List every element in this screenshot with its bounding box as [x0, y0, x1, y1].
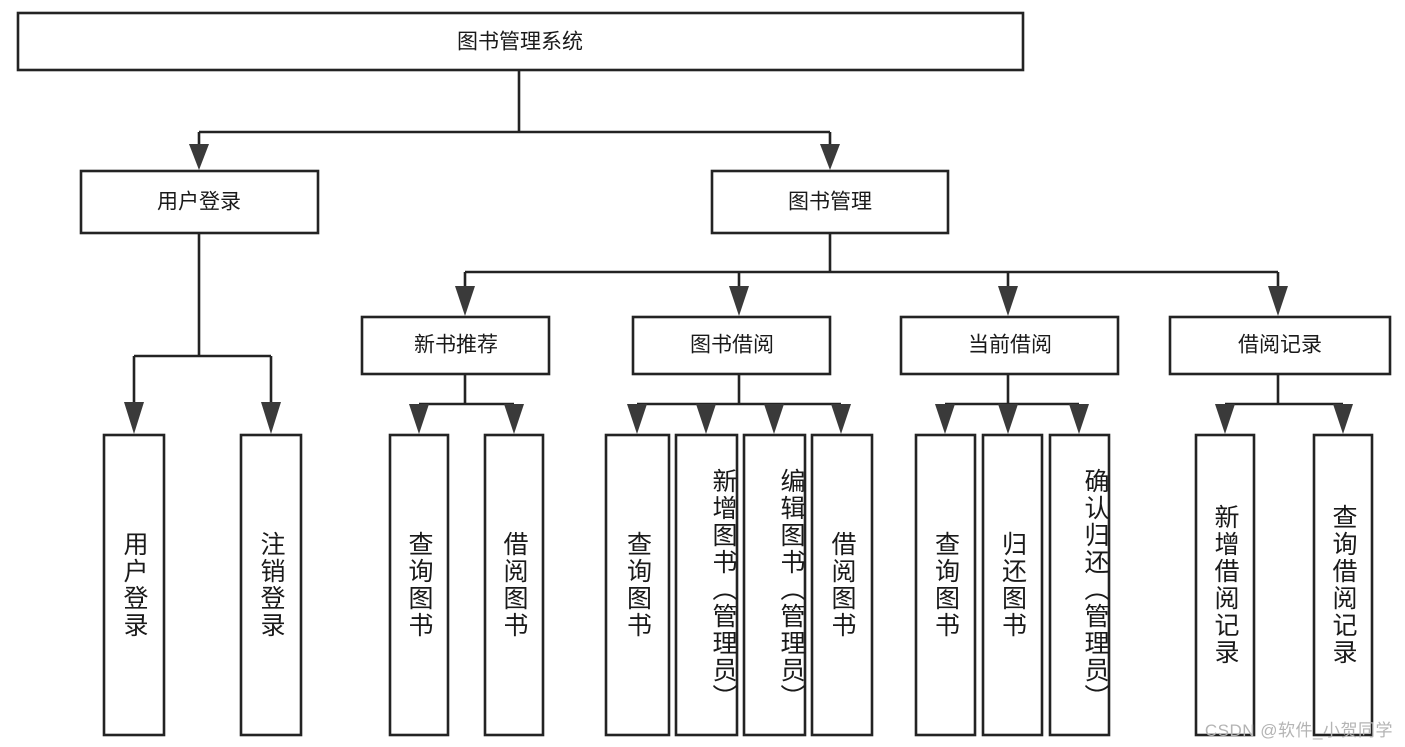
node-leaf-confirm-return-box[interactable]: [1048, 433, 1111, 737]
node-book-manage-box[interactable]: [710, 169, 950, 235]
node-new-book-rec-box[interactable]: [360, 315, 551, 376]
arrow-head-leaf-borrow-book-1: [504, 404, 524, 434]
node-book-borrow-box[interactable]: [631, 315, 832, 376]
node-new-book-rec-label: 新书推荐: [414, 334, 498, 357]
arrow-head-leaf-edit-book: [764, 404, 784, 434]
node-leaf-add-record-box[interactable]: [1194, 433, 1256, 737]
arrow-head-leaf-query-book-1: [409, 404, 429, 434]
node-user-login-box[interactable]: [79, 169, 320, 235]
node-leaf-edit-book-box[interactable]: [742, 433, 807, 737]
connector-group-current-borrow: [935, 375, 1089, 434]
arrow-head-leaf-borrow-book-2: [831, 404, 851, 434]
node-leaf-query-book-2-box[interactable]: [604, 433, 671, 737]
arrow-head-borrow-record: [1268, 286, 1288, 316]
node-book-manage[interactable]: 图书管理: [710, 169, 950, 235]
arrow-head-leaf-logout: [261, 402, 281, 434]
node-leaf-return-book-box[interactable]: [981, 433, 1044, 737]
arrow-head-book-manage: [820, 144, 840, 170]
connector-group-borrow-record: [1215, 375, 1353, 434]
connector-group-book-manage: [455, 233, 1288, 316]
node-borrow-record-box[interactable]: [1168, 315, 1392, 376]
node-current-borrow-box[interactable]: [899, 315, 1120, 376]
arrow-head-leaf-return-book: [998, 404, 1018, 434]
connector-group-root: [189, 70, 840, 170]
node-user-login[interactable]: 用户登录: [79, 169, 320, 235]
watermark-text: CSDN @软件_小贺同学: [1204, 721, 1393, 740]
node-leaf-borrow-book-1-box[interactable]: [483, 433, 545, 737]
node-leaf-add-book-box[interactable]: [674, 433, 739, 737]
node-leaf-borrow-book-2-box[interactable]: [810, 433, 874, 737]
connector-group-book-borrow: [627, 375, 851, 434]
connector-group-user-login: [124, 233, 281, 434]
node-root-label: 图书管理系统: [457, 31, 583, 54]
arrow-head-leaf-confirm-return: [1069, 404, 1089, 434]
node-book-manage-label: 图书管理: [788, 191, 872, 214]
node-borrow-record[interactable]: 借阅记录: [1168, 315, 1392, 376]
arrow-head-leaf-query-book-2: [627, 404, 647, 434]
arrow-head-current-borrow: [998, 286, 1018, 316]
arrow-head-leaf-query-record: [1333, 404, 1353, 434]
node-leaf-query-book-3-box[interactable]: [914, 433, 977, 737]
node-user-login-label: 用户登录: [157, 191, 241, 214]
node-leaf-logout-box[interactable]: [239, 433, 303, 737]
arrow-head-leaf-add-record: [1215, 404, 1235, 434]
node-root[interactable]: 图书管理系统: [16, 11, 1025, 72]
arrow-head-user-login: [189, 144, 209, 170]
arrow-head-leaf-add-book: [696, 404, 716, 434]
node-current-borrow-label: 当前借阅: [968, 334, 1052, 357]
arrow-head-new-book-rec: [455, 286, 475, 316]
connector-group-new-book-rec: [409, 375, 524, 434]
node-new-book-rec[interactable]: 新书推荐: [360, 315, 551, 376]
node-borrow-record-label: 借阅记录: [1238, 334, 1322, 357]
node-current-borrow[interactable]: 当前借阅: [899, 315, 1120, 376]
node-leaf-query-book-1-box[interactable]: [388, 433, 450, 737]
node-book-borrow-label: 图书借阅: [690, 334, 774, 357]
node-leaf-query-record-box[interactable]: [1312, 433, 1374, 737]
arrow-head-leaf-query-book-3: [935, 404, 955, 434]
arrow-head-leaf-user-login: [124, 402, 144, 434]
arrow-head-book-borrow: [729, 286, 749, 316]
node-book-borrow[interactable]: 图书借阅: [631, 315, 832, 376]
node-root-box[interactable]: [16, 11, 1025, 72]
node-leaf-user-login-box[interactable]: [102, 433, 166, 737]
